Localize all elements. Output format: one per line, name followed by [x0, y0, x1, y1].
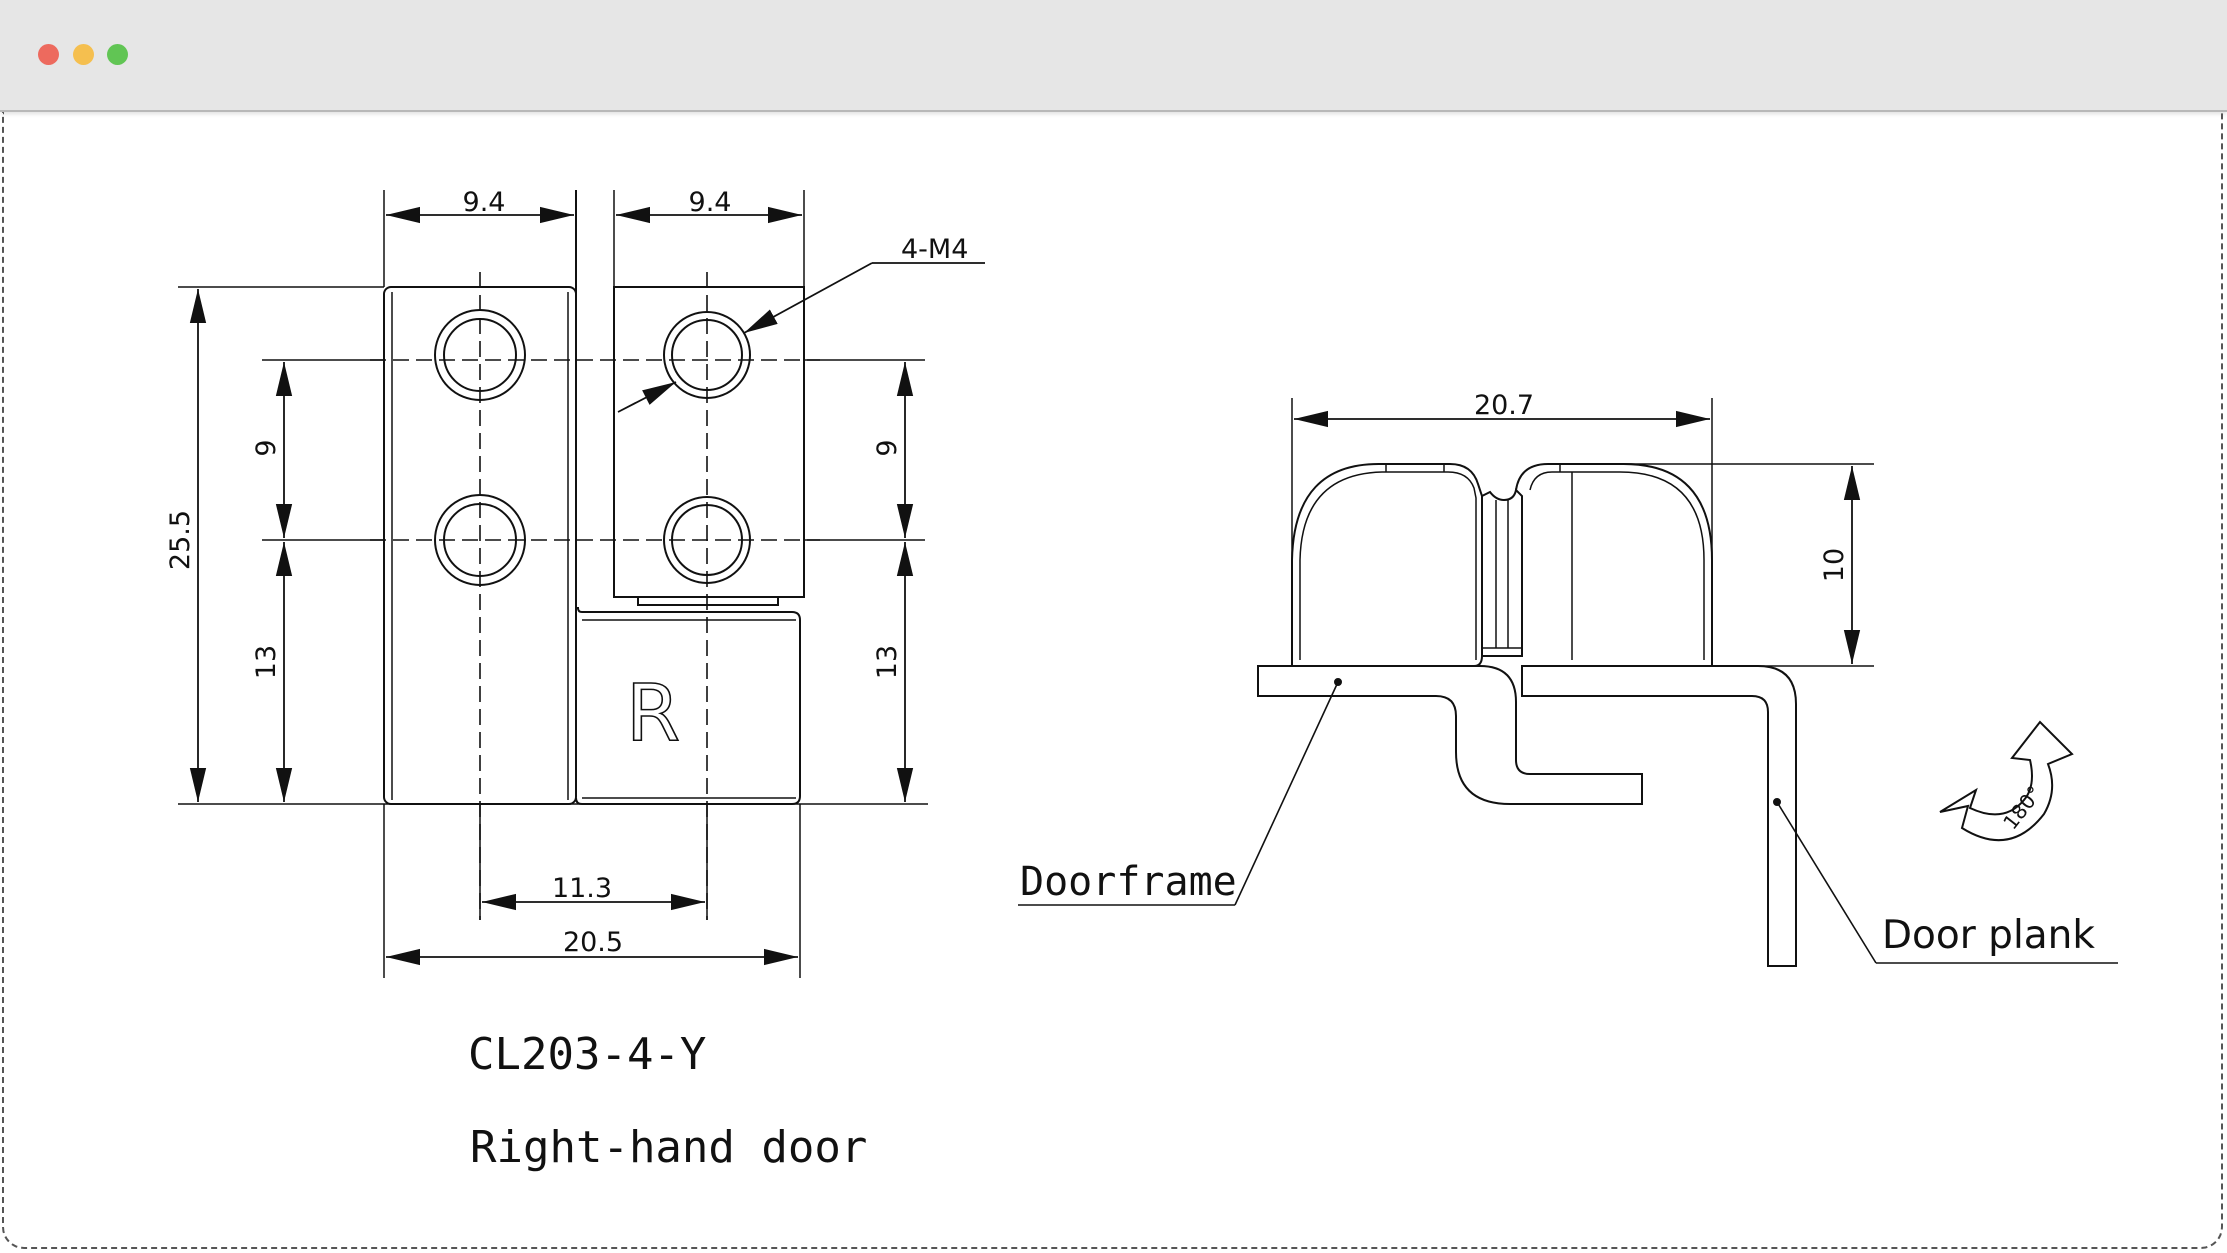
- dim-left-upper: 9: [251, 439, 282, 456]
- doorframe-profile: [1257, 665, 1643, 805]
- door-plank-label: Door plank: [1882, 913, 2095, 958]
- door-plank-profile: [1521, 665, 1797, 967]
- thread-callout: 4-M4: [901, 234, 968, 265]
- drawing-frame: [2, 112, 2223, 1249]
- dim-right-upper: 9: [872, 439, 903, 456]
- rotation-arrow-icon: [1939, 720, 2074, 842]
- minimize-window-button[interactable]: [73, 44, 94, 65]
- maximize-window-button[interactable]: [107, 44, 128, 65]
- right-knuckle: [1515, 462, 1713, 667]
- dim-left-lower: 13: [251, 645, 282, 679]
- knuckle-outline: [575, 607, 801, 805]
- dim-total-width: 20.5: [563, 927, 623, 958]
- right-leaf-outline: [613, 286, 805, 598]
- window-title-bar: [0, 0, 2227, 112]
- close-window-button[interactable]: [38, 44, 59, 65]
- dim-top-right: 9.4: [689, 187, 732, 218]
- doorframe-label: Doorframe: [1020, 859, 1237, 905]
- dim-height: 25.5: [165, 510, 196, 570]
- dim-right-lower: 13: [872, 645, 903, 679]
- dim-side-height: 10: [1819, 548, 1850, 582]
- dim-top-left: 9.4: [463, 187, 506, 218]
- dim-hole-spacing: 11.3: [552, 873, 612, 904]
- front-view: [178, 190, 985, 978]
- left-knuckle: [1291, 462, 1483, 667]
- mounting-holes: [434, 309, 751, 586]
- side-view: [1018, 398, 2118, 967]
- dim-side-width: 20.7: [1474, 390, 1534, 421]
- model-number: CL203-4-Y: [468, 1029, 706, 1080]
- side-mark: R: [626, 669, 680, 759]
- front-dimension-lines: [189, 206, 914, 966]
- product-description: Right-hand door: [470, 1122, 867, 1173]
